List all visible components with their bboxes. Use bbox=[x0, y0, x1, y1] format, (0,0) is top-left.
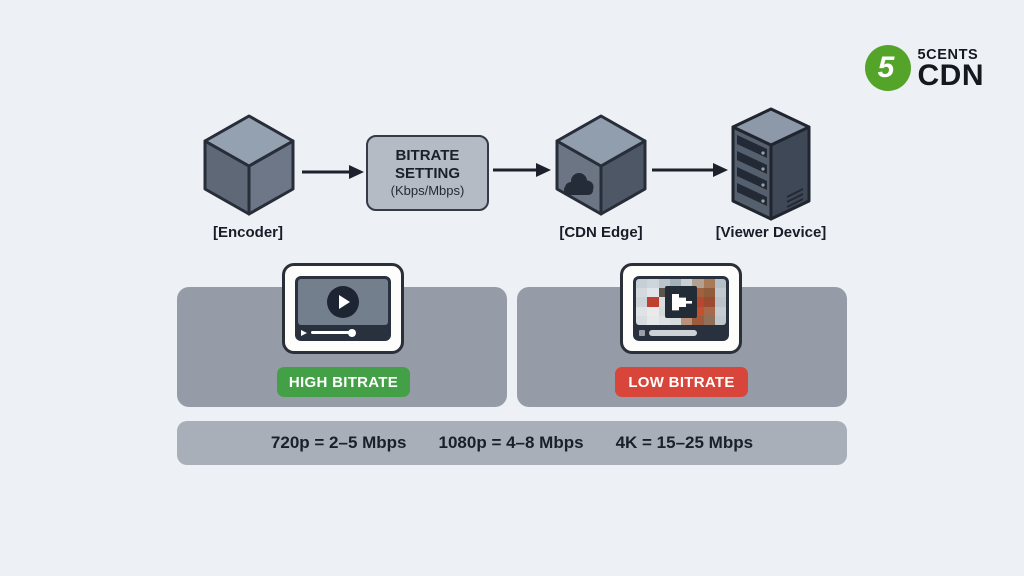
play-button-icon bbox=[327, 286, 359, 318]
arrow-right-icon bbox=[652, 163, 728, 177]
arrow-right-icon bbox=[302, 165, 364, 179]
pixelated-play-button-icon bbox=[665, 286, 697, 318]
brand-logo: 5 5CENTS CDN bbox=[864, 45, 985, 93]
viewer-device-label: [Viewer Device] bbox=[715, 224, 827, 241]
player-controls bbox=[636, 327, 726, 338]
bitrate-table-bar: 720p = 2–5 Mbps 1080p = 4–8 Mbps 4K = 15… bbox=[177, 421, 847, 465]
bitrate-box-line1: BITRATE bbox=[395, 147, 460, 165]
player-controls bbox=[298, 327, 388, 338]
progress-knob bbox=[348, 328, 356, 337]
vent-lines bbox=[786, 188, 804, 208]
pixelated-video-screen bbox=[636, 279, 726, 325]
bitrate-box-units: (Kbps/Mbps) bbox=[390, 182, 465, 198]
progress-pill bbox=[649, 329, 697, 336]
logo-name-bottom: CDN bbox=[917, 59, 984, 93]
video-player-low bbox=[620, 263, 742, 354]
logo-name-top: 5CENTS bbox=[917, 47, 979, 64]
logo-5-icon: 5 bbox=[864, 45, 911, 91]
cdn-edge-cube-icon bbox=[555, 114, 647, 216]
server-tower-icon bbox=[731, 107, 811, 221]
clear-video-screen bbox=[298, 279, 388, 325]
player-frame bbox=[295, 276, 391, 341]
encoder-cube-icon bbox=[203, 114, 295, 216]
low-bitrate-badge: LOW BITRATE bbox=[615, 367, 748, 397]
server-slats bbox=[737, 135, 767, 206]
bitrate-720p: 720p = 2–5 Mbps bbox=[270, 433, 407, 452]
cdn-edge-label: [CDN Edge] bbox=[559, 224, 643, 241]
bitrate-4k: 4K = 15–25 Mbps bbox=[615, 433, 754, 452]
player-frame bbox=[633, 276, 729, 341]
progress-bar bbox=[311, 331, 351, 334]
video-player-high bbox=[282, 263, 404, 354]
bitrate-setting-box: BITRATE SETTING (Kbps/Mbps) bbox=[366, 135, 489, 211]
play-icon-small bbox=[301, 329, 307, 336]
cloud-icon bbox=[564, 173, 594, 195]
arrow-right-icon bbox=[493, 163, 551, 177]
control-square-icon bbox=[639, 329, 645, 336]
encoder-label: [Encoder] bbox=[212, 224, 283, 241]
bitrate-box-line2: SETTING bbox=[394, 164, 460, 182]
high-bitrate-badge: HIGH BITRATE bbox=[277, 367, 410, 397]
bitrate-1080p: 1080p = 4–8 Mbps bbox=[438, 433, 584, 452]
